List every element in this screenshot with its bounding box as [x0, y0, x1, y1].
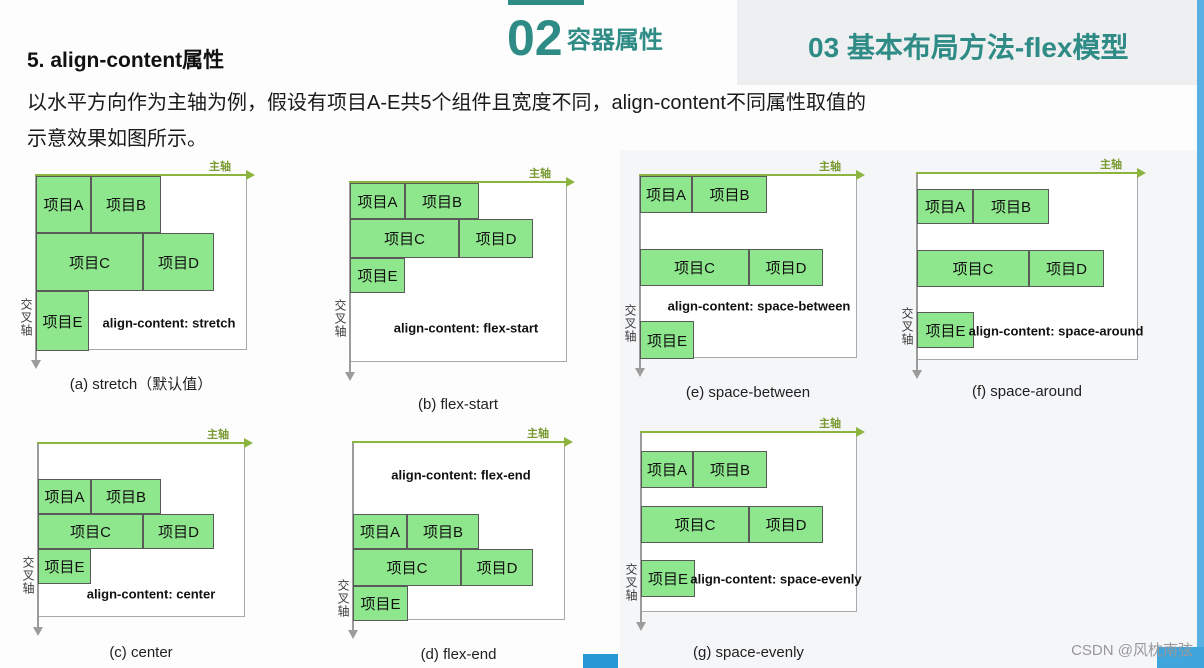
main-axis-label: 主轴	[209, 161, 231, 173]
align-content-label: align-content: flex-end	[391, 467, 531, 483]
paragraph-line-1: 以水平方向作为主轴为例，假设有项目A-E共5个组件且宽度不同，align-con…	[27, 92, 866, 114]
main-axis-label: 主轴	[527, 428, 549, 440]
flex-item-e: 项目E	[640, 321, 694, 359]
align-content-label: align-content: space-between	[667, 298, 851, 314]
diagram-caption: (b) flex-start	[417, 396, 498, 413]
flex-item-b: 项目B	[693, 451, 767, 488]
flex-item-a: 项目A	[350, 183, 405, 219]
flex-item-e: 项目E	[353, 586, 408, 621]
diagram-b-flex-start: 主轴 交叉轴 项目A 项目B 项目C 项目D 项目E align-content…	[333, 168, 575, 413]
align-content-label: align-content: stretch	[102, 315, 236, 331]
flex-item-b: 项目B	[692, 176, 767, 213]
cross-axis-label: 交叉轴	[19, 298, 33, 337]
right-edge-blue-strip	[1197, 0, 1204, 668]
align-content-label: align-content: flex-start	[393, 320, 539, 336]
flex-item-d: 项目D	[459, 219, 533, 258]
cross-axis-label: 交叉轴	[21, 556, 35, 595]
flex-item-a: 项目A	[641, 451, 693, 488]
main-axis-label: 主轴	[819, 161, 841, 173]
flex-item-d: 项目D	[143, 514, 214, 549]
right-header-background	[737, 0, 1204, 85]
main-axis-label: 主轴	[207, 429, 229, 441]
diagram-caption: (d) flex-end	[420, 646, 497, 663]
flex-item-a: 项目A	[38, 479, 91, 514]
main-axis-arrow: 主轴	[640, 418, 865, 437]
diagram-a-stretch: 主轴 交叉轴 项目A 项目B 项目C 项目D 项目E align-content…	[19, 161, 255, 393]
diagram-caption: (e) space-between	[685, 384, 811, 401]
flex-item-c: 项目C	[36, 233, 143, 291]
diagram-caption: (c) center	[109, 644, 173, 661]
chapter-title: 03 基本布局方法-flex模型	[808, 32, 1129, 63]
flex-item-a: 项目A	[353, 514, 407, 549]
diagram-caption: (g) space-evenly	[693, 644, 804, 661]
flex-item-a: 项目A	[36, 176, 91, 233]
flex-item-d: 项目D	[1029, 250, 1104, 287]
diagram-caption: (f) space-around	[971, 383, 1083, 400]
paragraph-line-2: 示意效果如图所示。	[27, 128, 207, 150]
csdn-watermark: CSDN @风枕南弦	[1071, 642, 1193, 659]
align-content-label: align-content: space-around	[968, 323, 1144, 339]
main-axis-arrow: 主轴	[639, 161, 865, 180]
flex-item-e: 项目E	[641, 560, 695, 597]
cross-axis-label: 交叉轴	[333, 299, 347, 338]
diagram-f-space-around: 主轴 交叉轴 项目A 项目B 项目C 项目D 项目E align-content…	[900, 159, 1146, 400]
cross-axis-label: 交叉轴	[623, 304, 637, 343]
flex-item-c: 项目C	[353, 549, 461, 586]
main-axis-arrow: 主轴	[35, 161, 255, 180]
top-accent-bar	[508, 0, 584, 5]
main-axis-arrow: 主轴	[349, 168, 575, 187]
flex-item-e: 项目E	[350, 258, 405, 293]
flex-item-c: 项目C	[350, 219, 459, 258]
diagram-d-flex-end: 主轴 交叉轴 项目A 项目B 项目C 项目D 项目E align-content…	[336, 428, 573, 663]
diagram-caption: (a) stretch（默认值）	[69, 376, 213, 393]
section-number: 02	[507, 10, 563, 66]
flex-item-b: 项目B	[407, 514, 479, 549]
flex-item-b: 项目B	[91, 479, 161, 514]
main-axis-label: 主轴	[1100, 159, 1122, 171]
flex-item-c: 项目C	[917, 250, 1029, 287]
flex-item-c: 项目C	[38, 514, 143, 549]
section-label: 容器属性	[567, 27, 663, 54]
cross-axis-label: 交叉轴	[336, 579, 350, 618]
main-axis-arrow: 主轴	[916, 159, 1146, 178]
corner-blue-box	[1157, 647, 1204, 668]
cross-axis-label: 交叉轴	[900, 307, 914, 346]
flex-item-c: 项目C	[640, 249, 749, 286]
flex-item-e: 项目E	[36, 291, 89, 351]
flex-item-a: 项目A	[640, 176, 692, 213]
page-title: 5. align-content属性	[27, 49, 225, 72]
flex-item-b: 项目B	[91, 176, 161, 233]
flex-item-a: 项目A	[917, 189, 973, 224]
main-axis-label: 主轴	[819, 418, 841, 430]
main-axis-arrow: 主轴	[37, 429, 253, 448]
flex-item-b: 项目B	[405, 183, 479, 219]
flex-item-d: 项目D	[143, 233, 214, 291]
diagram-g-space-evenly: 主轴 交叉轴 项目A 项目B 项目C 项目D 项目E align-content…	[624, 418, 865, 661]
bottom-blue-marker	[583, 654, 618, 668]
main-axis-label: 主轴	[529, 168, 551, 180]
align-content-label: align-content: center	[86, 586, 216, 602]
diagram-c-center: 主轴 交叉轴 项目A 项目B 项目C 项目D 项目E align-content…	[21, 429, 253, 661]
diagram-e-space-between: 主轴 交叉轴 项目A 项目B 项目C 项目D 项目E align-content…	[623, 161, 865, 401]
flex-item-d: 项目D	[749, 506, 823, 543]
flex-item-e: 项目E	[38, 549, 91, 584]
flex-item-e: 项目E	[917, 312, 974, 348]
align-content-label: align-content: space-evenly	[690, 571, 862, 587]
main-axis-arrow: 主轴	[352, 428, 573, 447]
cross-axis-label: 交叉轴	[624, 563, 638, 602]
flex-item-d: 项目D	[749, 249, 823, 286]
flex-item-b: 项目B	[973, 189, 1049, 224]
flex-item-d: 项目D	[461, 549, 533, 586]
flex-item-c: 项目C	[641, 506, 749, 543]
